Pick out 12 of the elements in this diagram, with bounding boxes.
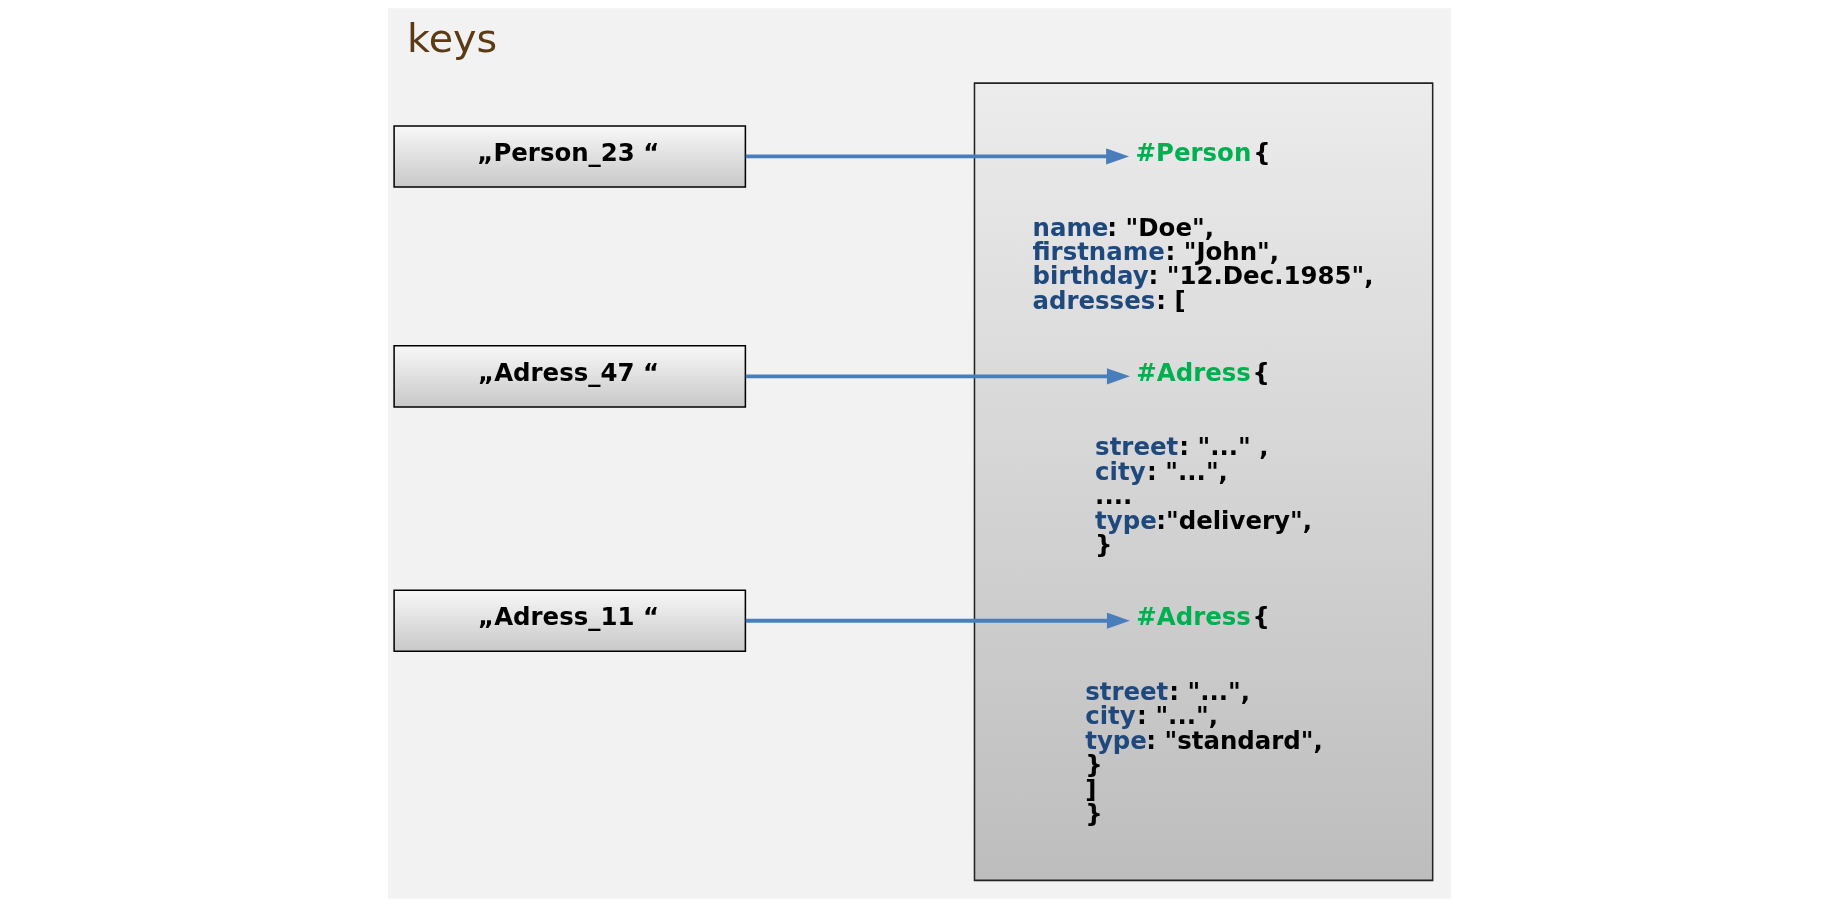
- arrow: [745, 612, 1130, 629]
- node-text: #Adress{: [1136, 357, 1270, 387]
- node-text: #Adress{: [1136, 602, 1270, 632]
- node-text: #Person{: [1135, 137, 1271, 167]
- node-box: „Adress_47 “: [393, 345, 747, 408]
- arrow: [745, 368, 1130, 385]
- arrow: [745, 148, 1130, 165]
- node-box: „Adress_11 “: [393, 589, 747, 653]
- label: name: "Doe",: [1032, 212, 1214, 242]
- diagram-title: keys: [407, 15, 498, 62]
- node-box: „Person_23 “: [393, 125, 747, 188]
- cluster: [973, 82, 1434, 882]
